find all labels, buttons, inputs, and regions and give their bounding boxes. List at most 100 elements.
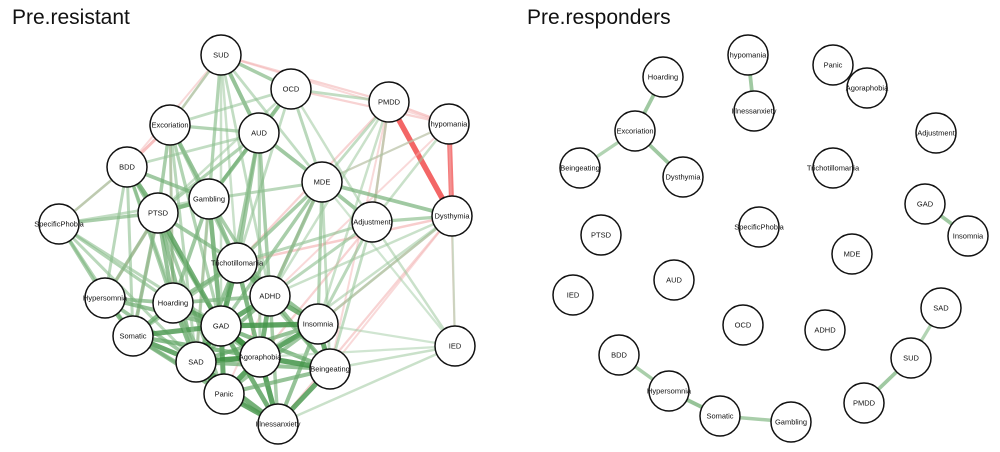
node-label: Dysthymia [434, 211, 470, 220]
node-responders-gad: GAD [904, 183, 946, 225]
node-label: Trichotillomania [211, 258, 264, 267]
node-circle [804, 309, 846, 351]
panel-title-pre-responders: Pre.responders [527, 6, 671, 29]
node-circle [188, 178, 230, 220]
edge-resistant-hypomania-adjustment [370, 122, 451, 224]
node-label: Gambling [193, 194, 225, 203]
node-responders-mde: MDE [831, 233, 873, 275]
edge-resistant-specificphobia-sad [57, 222, 198, 364]
node-resistant-panic: Panic [203, 373, 245, 415]
node-circle [642, 56, 684, 98]
node-circle [84, 277, 126, 319]
nodes-pre-responders: hypomaniaPanicHoardingAgoraphobiaIllness… [552, 34, 989, 443]
node-label: Trichotillomania [807, 163, 860, 172]
edge-resistant-mde-dysthymia [320, 180, 454, 218]
node-label: Beingeating [310, 364, 350, 373]
edge-resistant-ocd-ptsd [156, 87, 293, 215]
node-resistant-somatic: Somatic [112, 315, 154, 357]
node-circle [598, 334, 640, 376]
node-circle [653, 259, 695, 301]
edge-resistant-dysthymia-insomnia [316, 214, 454, 326]
node-resistant-ied: IED [434, 325, 476, 367]
node-responders-somatic: Somatic [699, 395, 741, 437]
node-resistant-ptsd: PTSD [137, 192, 179, 234]
node-circle [149, 104, 191, 146]
edge-resistant-dysthymia-illnessanxiety [276, 214, 454, 426]
node-responders-agoraphobia: Agoraphobia [846, 67, 889, 109]
node-resistant-gad: GAD [200, 305, 242, 347]
node-circle [301, 161, 343, 203]
node-circle [152, 282, 194, 324]
edge-resistant-ocd-trichotillomania [235, 87, 293, 265]
node-label: SUD [903, 353, 919, 362]
node-label: OCD [283, 84, 300, 93]
node-label: Beingeating [560, 163, 600, 172]
edge-resistant-aud-ptsd [156, 131, 261, 215]
edge-resistant-excoriation-sad [168, 123, 198, 364]
node-circle [297, 303, 339, 345]
node-resistant-agoraphobia: Agoraphobia [239, 336, 282, 378]
node-responders-ocd: OCD [722, 304, 764, 346]
node-circle [812, 44, 854, 86]
node-circle [216, 242, 258, 284]
node-circle [270, 68, 312, 110]
node-label: Insomnia [303, 319, 334, 328]
node-label: Dysthymia [665, 172, 701, 181]
node-circle [559, 147, 601, 189]
edge-resistant-adjustment-beingeating [328, 220, 374, 371]
node-resistant-illnessanxiety: Illnessanxiety [255, 403, 301, 445]
node-responders-sad: SAD [920, 287, 962, 329]
node-label: Excoriation [616, 126, 653, 135]
node-label: Adjustment [353, 217, 391, 226]
node-label: Illnessanxiety [731, 106, 776, 115]
node-label: Somatic [119, 331, 146, 340]
node-resistant-gambling: Gambling [188, 178, 230, 220]
node-label: OCD [735, 320, 752, 329]
node-label: PTSD [591, 230, 612, 239]
node-responders-illnessanxiety: Illnessanxiety [731, 90, 777, 132]
node-circle [106, 146, 148, 188]
node-circle [249, 275, 291, 317]
node-circle [434, 325, 476, 367]
node-label: BDD [611, 350, 627, 359]
node-label: Agoraphobia [846, 83, 889, 92]
node-label: Hoarding [158, 298, 188, 307]
edge-resistant-ied-agoraphobia [258, 344, 457, 359]
node-circle [431, 195, 473, 237]
edge-resistant-dysthymia-ied [450, 214, 457, 348]
node-circle [200, 305, 242, 347]
node-responders-hypersomnia: Hypersomnia [647, 370, 692, 412]
node-responders-sud: SUD [890, 337, 932, 379]
node-circle [920, 287, 962, 329]
node-circle [552, 274, 594, 316]
node-label: hypomania [431, 119, 469, 128]
node-responders-pmdd: PMDD [843, 382, 885, 424]
node-resistant-insomnia: Insomnia [297, 303, 339, 345]
edge-resistant-dysthymia-agoraphobia [258, 214, 454, 359]
node-label: IED [567, 290, 580, 299]
node-resistant-beingeating: Beingeating [309, 348, 351, 390]
node-resistant-specificphobia: SpecificPhobia [34, 203, 85, 245]
node-responders-dysthymia: Dysthymia [662, 156, 704, 198]
node-circle [175, 341, 217, 383]
node-circle [368, 81, 410, 123]
edge-resistant-sud-adhd [219, 53, 272, 298]
node-responders-beingeating: Beingeating [559, 147, 601, 189]
node-label: GAD [213, 321, 230, 330]
node-circle [843, 382, 885, 424]
edge-resistant-bdd-aud [125, 131, 261, 169]
node-label: Panic [824, 60, 843, 69]
node-label: Somatic [706, 411, 733, 420]
node-responders-hoarding: Hoarding [642, 56, 684, 98]
node-resistant-dysthymia: Dysthymia [431, 195, 473, 237]
node-circle [915, 112, 957, 154]
node-circle [904, 183, 946, 225]
node-resistant-hypomania: hypomania [428, 103, 470, 145]
node-resistant-bdd: BDD [106, 146, 148, 188]
node-circle [831, 233, 873, 275]
edge-resistant-bdd-sad [125, 165, 198, 364]
edge-resistant-mde-insomnia [316, 180, 324, 326]
node-label: GAD [917, 199, 934, 208]
node-label: Panic [215, 389, 234, 398]
node-label: Hypersomnia [647, 386, 692, 395]
